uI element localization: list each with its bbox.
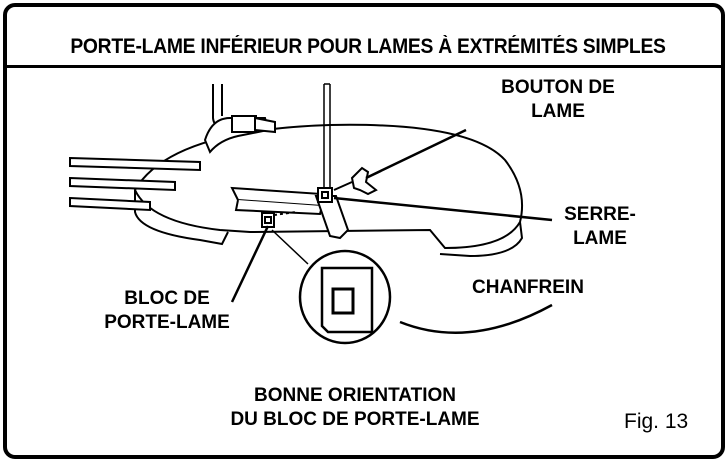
chanfrein-label: CHANFREIN: [472, 277, 584, 298]
title-divider: [7, 65, 721, 68]
blade-clamp: [314, 187, 350, 240]
bloc-label-line2: PORTE-LAME: [104, 312, 230, 333]
orientation-line2: DU BLOC DE PORTE-LAME: [230, 409, 480, 430]
serre-lame-label: SERRE- LAME: [545, 203, 655, 251]
bouton-label-line2: LAME: [531, 101, 585, 122]
figure-frame: PORTE-LAME INFÉRIEUR POUR LAMES À EXTRÉM…: [3, 3, 725, 459]
leader-lines: [230, 128, 553, 334]
chamfer-detail: [271, 229, 392, 345]
orientation-caption: BONNE ORIENTATION DU BLOC DE PORTE-LAME: [205, 384, 505, 432]
figure-number: Fig. 13: [624, 410, 689, 433]
upper-blade-holder: [203, 84, 276, 154]
bloc-porte-lame-label: BLOC DE PORTE-LAME: [92, 287, 242, 335]
blade-knob: [333, 166, 378, 196]
bouton-de-lame-label: BOUTON DE LAME: [488, 76, 628, 124]
bloc-label-line1: BLOC DE: [124, 288, 210, 309]
figure-title: PORTE-LAME INFÉRIEUR POUR LAMES À EXTRÉM…: [70, 35, 666, 58]
serre-label-line1: SERRE-: [564, 204, 636, 225]
orientation-line1: BONNE ORIENTATION: [254, 385, 456, 406]
bouton-label-line1: BOUTON DE: [501, 77, 615, 98]
lower-arm: [230, 186, 323, 216]
guide-rods: [69, 156, 201, 212]
serre-label-line2: LAME: [573, 228, 627, 249]
